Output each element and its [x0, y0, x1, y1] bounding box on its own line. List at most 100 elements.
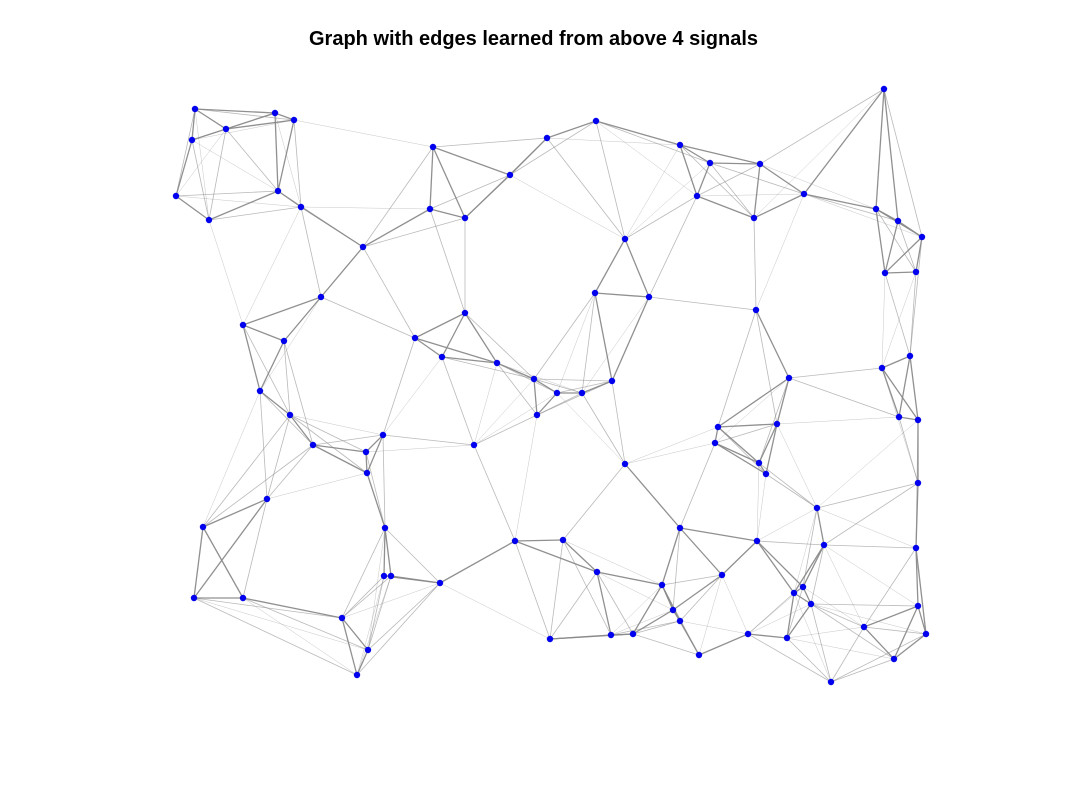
graph-edge [624, 238, 650, 298]
graph-edge [915, 236, 923, 273]
graph-edge [441, 356, 475, 446]
graph-edge [717, 377, 790, 428]
graph-edge [786, 603, 812, 639]
graph-node [880, 85, 888, 93]
graph-edge [893, 605, 919, 660]
graph-edge [721, 574, 749, 635]
graph-edge [546, 137, 626, 240]
graph-edge [610, 584, 663, 636]
graph-edge [556, 392, 626, 465]
graph-edge [753, 217, 757, 311]
graph-edge [514, 414, 538, 542]
graph-edge [758, 462, 818, 509]
graph-node [676, 524, 684, 532]
graph-edge [242, 296, 322, 326]
graph-edge [788, 377, 900, 418]
graph-edge [367, 575, 392, 651]
graph-edge [611, 296, 650, 382]
graph-edge [672, 574, 723, 611]
graph-edge [786, 592, 795, 639]
graph-edge [883, 88, 899, 222]
graph-edge [362, 246, 416, 339]
graph-edge [717, 309, 757, 428]
graph-edge [786, 586, 804, 639]
graph-node [353, 671, 361, 679]
graph-edge [439, 540, 516, 584]
graph-edge [367, 527, 386, 651]
graph-edge [341, 527, 386, 619]
graph-edge [208, 206, 302, 221]
graph-edge [765, 473, 818, 509]
graph-edge [802, 544, 825, 588]
graph-node [309, 441, 317, 449]
graph-node [188, 136, 196, 144]
graph-edge [300, 206, 322, 298]
graph-edge [274, 112, 302, 208]
graph-edge [881, 271, 917, 369]
graph-edge [898, 416, 919, 484]
graph-node [607, 631, 615, 639]
graph-edge [793, 507, 818, 594]
graph-edge [283, 340, 314, 446]
graph-edge [202, 526, 244, 599]
graph-node [190, 594, 198, 602]
graph-edge [562, 539, 612, 636]
graph-edge [632, 620, 681, 635]
graph-edge [208, 219, 244, 326]
graph-edge [803, 193, 923, 238]
graph-edge [756, 507, 818, 542]
graph-node [199, 523, 207, 531]
graph-node [695, 651, 703, 659]
graph-edge [242, 498, 268, 599]
graph-edge [709, 162, 755, 219]
graph-edge [884, 271, 917, 274]
graph-edge [709, 162, 761, 165]
graph-edge [753, 88, 885, 219]
graph-edge [496, 362, 558, 394]
graph-node [533, 411, 541, 419]
graph-edge [414, 337, 443, 358]
graph-node [530, 375, 538, 383]
graph-edge [533, 378, 583, 394]
graph-edge [259, 390, 291, 416]
graph-edge [242, 597, 343, 619]
graph-edge [648, 296, 757, 311]
graph-edge [610, 633, 634, 636]
graph-edge [610, 620, 681, 636]
graph-edge [793, 592, 812, 605]
graph-node [799, 583, 807, 591]
graph-node [718, 571, 726, 579]
graph-edge [776, 377, 790, 425]
graph-edge [193, 597, 369, 651]
graph-edge [884, 236, 923, 274]
graph-node [379, 431, 387, 439]
graph-edge [274, 112, 279, 192]
graph-node [676, 617, 684, 625]
graph-edge [881, 367, 900, 418]
graph-edge [803, 88, 885, 195]
graph-edge [679, 574, 723, 622]
graph-edge [753, 193, 805, 219]
graph-node [820, 541, 828, 549]
graph-edge [747, 633, 832, 683]
graph-edge [793, 544, 825, 594]
graph-node [912, 544, 920, 552]
graph-edge [810, 603, 895, 660]
graph-node [411, 334, 419, 342]
graph-edge [909, 355, 919, 421]
graph-edge [242, 597, 358, 676]
graph-edge [242, 324, 285, 342]
graph-edge [883, 88, 923, 238]
graph-edge [562, 539, 663, 586]
graph-edge [514, 539, 564, 542]
graph-edge [594, 292, 650, 298]
graph-edge [382, 434, 386, 529]
graph-node [493, 359, 501, 367]
graph-edge [175, 139, 193, 197]
graph-edge [365, 451, 386, 529]
graph-edge [897, 220, 917, 273]
graph-edge [514, 540, 598, 573]
graph-node [436, 579, 444, 587]
graph-edge [897, 220, 923, 238]
graph-edge [536, 392, 558, 416]
